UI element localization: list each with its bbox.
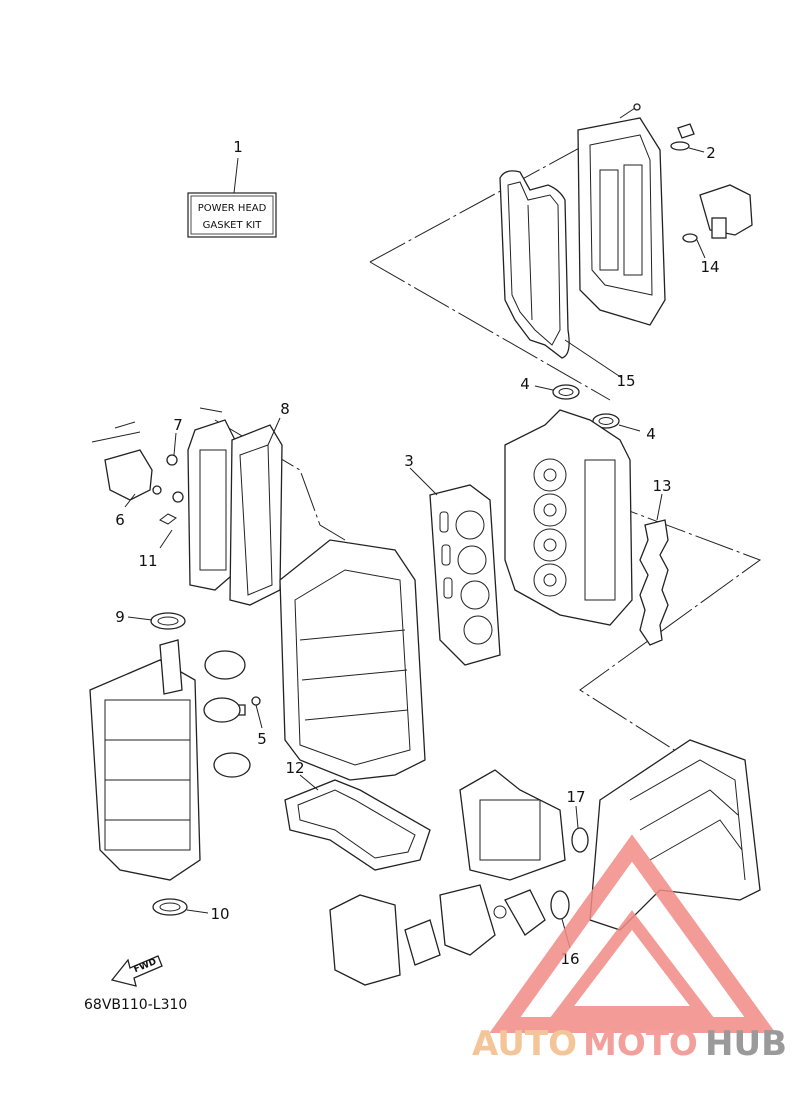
callout-12: 12 [285,759,304,777]
diagram-code: 68VB110-L310 [84,997,187,1013]
o-ring-17 [571,827,589,853]
seal-4a [552,384,580,400]
washer-5 [251,696,261,706]
throttle-body [329,884,546,986]
callout-13: 13 [652,477,671,495]
callout-5: 5 [257,730,267,748]
watermark-text: AUTO MOTO HUB [472,1024,787,1064]
kit-label-line1: POWER HEAD [198,203,267,214]
water-cover-assembly [91,407,283,606]
callout-8: 8 [280,400,290,418]
intake-manifold [459,739,761,931]
head-cover [577,103,695,326]
o-ring-16 [550,890,570,920]
base-gasket [284,779,431,871]
callout-6: 6 [115,511,125,529]
oil-seal-10 [152,898,188,916]
sensor-14 [682,184,753,259]
watermark-moto: MOTO [583,1024,698,1064]
guide-lines [214,144,762,761]
callout-1: 1 [233,138,243,156]
cylinder-block [89,639,251,881]
oil-seal-9 [150,612,186,630]
seal-4b [592,413,620,429]
exhaust-gasket [639,519,669,646]
cylinder-head [504,409,633,626]
callout-17: 17 [566,788,585,806]
watermark-hub: HUB [705,1024,787,1064]
callout-2: 2 [706,144,716,162]
o-ring-2 [670,141,690,151]
head-cover-gasket [499,170,570,359]
crankcase [279,539,426,781]
callout-14: 14 [700,258,719,276]
gasket-kit-label: POWER HEAD GASKET KIT [187,192,277,238]
callout-4b: 4 [646,425,656,443]
callout-9: 9 [115,608,125,626]
callout-3: 3 [404,452,414,470]
callout-7: 7 [173,416,183,434]
fwd-arrow: FWD [110,955,163,987]
watermark-logo [489,834,776,1033]
callout-4a: 4 [520,375,530,393]
callout-11: 11 [138,552,157,570]
callout-10: 10 [210,905,229,923]
watermark-auto: AUTO [472,1024,577,1064]
head-gasket [429,484,501,666]
kit-label-line2: GASKET KIT [203,220,263,231]
callout-15: 15 [616,372,635,390]
